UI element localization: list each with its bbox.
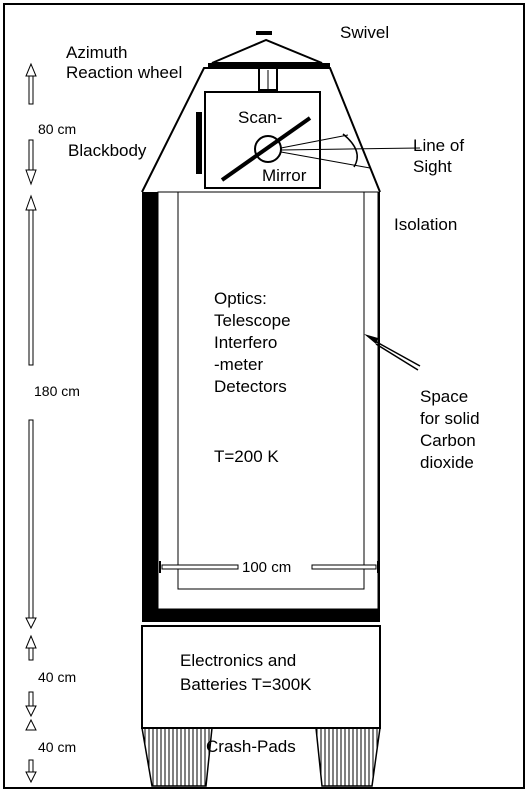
width-dimension-right: [311, 564, 377, 570]
reaction-wheel: [208, 63, 330, 68]
sight-ray-2: [280, 147, 421, 151]
isolation-label: Isolation: [394, 215, 457, 234]
optics-line-3: Interfero: [214, 333, 277, 352]
scan-mirror: [220, 116, 312, 182]
crash-pad-right: [315, 727, 381, 787]
blackbody-plate: [196, 112, 202, 174]
width-dimension-label: 100 cm: [242, 559, 291, 576]
space-pointer-line-b: [375, 343, 419, 371]
electronics-box: [141, 625, 381, 729]
sight-label: Sight: [413, 157, 452, 176]
sight-ray-1: [280, 134, 349, 149]
crash-pad-left: [141, 727, 213, 787]
sight-arc: [342, 133, 358, 168]
electronics-line-2: Batteries T=300K: [180, 675, 312, 694]
dimension-40cm-b: 40 cm: [38, 739, 76, 755]
space-line-3: Carbon: [420, 431, 476, 450]
dimension-arrows: [25, 62, 37, 784]
reaction-wheel-label: Reaction wheel: [66, 63, 182, 82]
space-line-1: Space: [420, 387, 468, 406]
scan-mirror-box: [204, 91, 321, 189]
swivel-label: Swivel: [340, 23, 389, 42]
optics-line-5: Detectors: [214, 377, 287, 396]
scan-label: Scan-: [238, 108, 282, 127]
space-line-4: dioxide: [420, 453, 474, 472]
width-dimension-left: [161, 564, 239, 570]
space-pointer-line-a: [372, 339, 421, 367]
dimension-180cm: 180 cm: [34, 383, 80, 399]
optics-line-1: Optics:: [214, 289, 267, 308]
azimuth-label: Azimuth: [66, 43, 127, 62]
temperature-inner: T=200 K: [214, 447, 279, 466]
line-of-label: Line of: [413, 136, 464, 155]
optics-line-2: Telescope: [214, 311, 291, 330]
crash-pads-label: Crash-Pads: [206, 737, 296, 756]
space-line-2: for solid: [420, 409, 480, 428]
mirror-label: Mirror: [262, 166, 307, 185]
optics-inner: [177, 191, 365, 590]
dimension-80cm: 80 cm: [38, 121, 76, 137]
dimension-40cm-a: 40 cm: [38, 669, 76, 685]
electronics-line-1: Electronics and: [180, 651, 296, 670]
blackbody-label: Blackbody: [68, 141, 147, 160]
optics-compartment: [157, 191, 379, 610]
upper-housing: [141, 67, 381, 193]
swivel-cone: [211, 38, 323, 64]
optics-line-4: -meter: [214, 355, 263, 374]
scan-mirror-pivot: [254, 135, 282, 163]
swivel-knob: [256, 31, 272, 35]
